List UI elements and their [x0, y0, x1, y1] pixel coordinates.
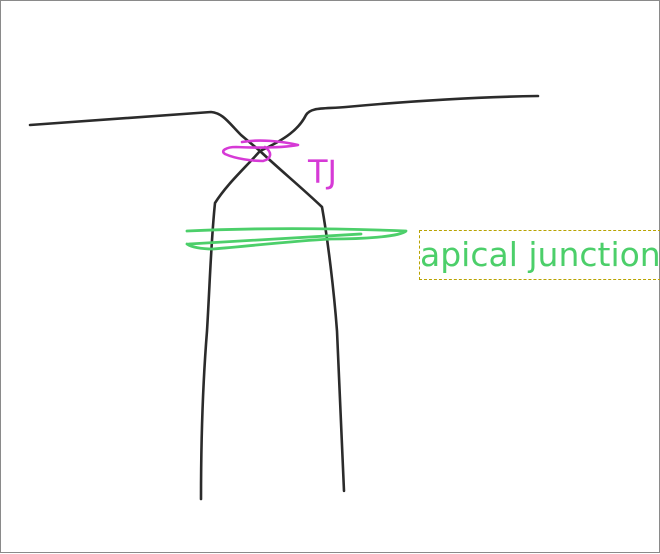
tj-marker-scribble [221, 139, 300, 163]
cell-wall-right [258, 149, 346, 493]
apical-junction-marker-underline [187, 232, 363, 246]
apical-junction-text-box[interactable]: apical junction [419, 230, 660, 280]
tj-label: TJ [308, 153, 337, 191]
cell-wall-left [199, 149, 262, 501]
apical-junction-marker [185, 227, 408, 251]
right-cell-apical-surface [258, 94, 540, 153]
left-cell-apical-surface [28, 110, 262, 153]
